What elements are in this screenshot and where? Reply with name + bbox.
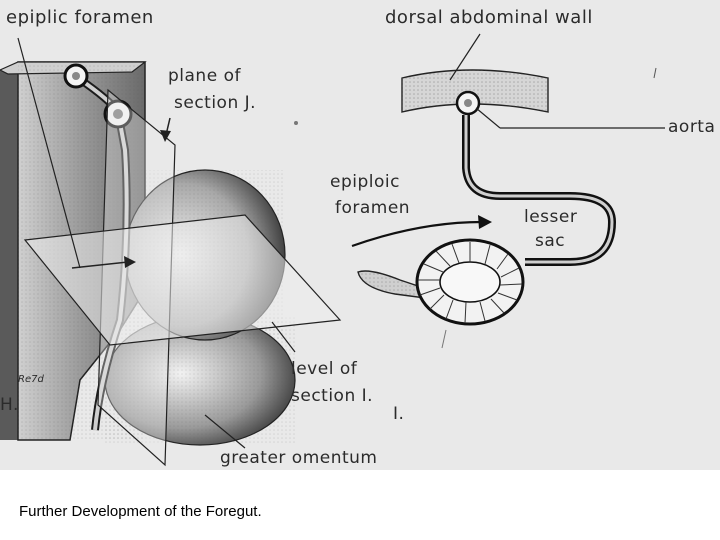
label-section-j: section J.: [174, 93, 257, 113]
cross-section-i: [351, 33, 665, 326]
label-aorta: aorta: [668, 117, 716, 137]
label-signature: Re7d: [18, 374, 44, 385]
label-plane-of: plane of: [168, 66, 241, 86]
label-epiploic-foramen-top: epiplic foramen: [6, 7, 154, 28]
label-dorsal-abdominal-wall: dorsal abdominal wall: [385, 7, 593, 28]
label-figure-h: H.: [0, 395, 19, 415]
plane-section-i: [23, 214, 342, 346]
lesser-sac-arrow: [351, 220, 483, 248]
label-sac: sac: [535, 231, 566, 251]
dorsal-wall-pointer: [449, 33, 481, 81]
label-lesser: lesser: [524, 207, 578, 227]
diagram-slide: epiplic foramen dorsal abdominal wall pl…: [0, 0, 720, 470]
label-figure-i: I.: [393, 404, 405, 424]
label-greater-omentum: greater omentum: [220, 448, 378, 468]
foramen-arrow: [71, 261, 129, 269]
slide-caption: Further Development of the Foregut.: [19, 503, 262, 520]
label-section-i: section I.: [291, 386, 374, 406]
label-epiploic: epiploic: [330, 172, 400, 192]
level-i-pointer: [271, 321, 296, 353]
label-level-of: level of: [291, 359, 358, 379]
greater-omentum-pointer: [204, 414, 246, 449]
foregut-illustration: [0, 33, 665, 467]
label-foramen: foramen: [335, 198, 411, 218]
epiploic-foramen-pointer: [17, 37, 81, 269]
